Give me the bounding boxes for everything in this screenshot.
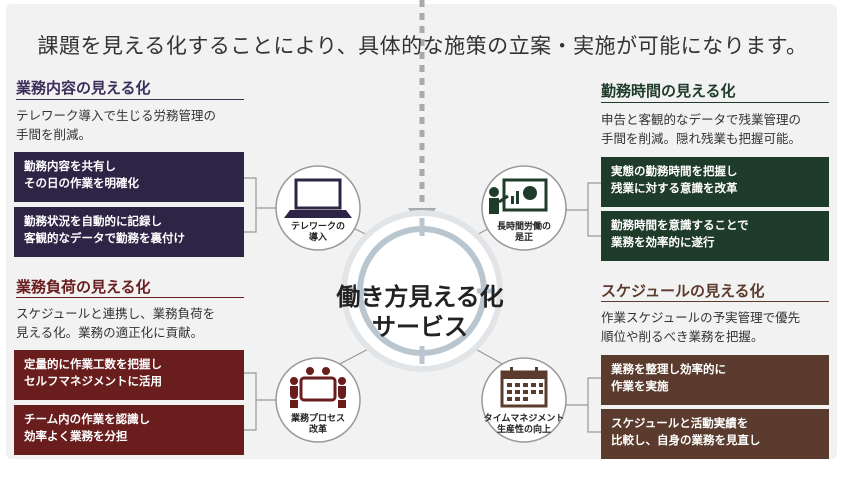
center-title: 働き方見える化 サービス — [336, 283, 504, 341]
center-circle — [341, 210, 503, 372]
section-rule-work-hours — [601, 102, 829, 103]
laptop-icon — [284, 178, 352, 218]
box-work-hours-1: 実態の勤務時間を把握し 残業に対する意識を改革 — [601, 157, 829, 207]
section-desc-work-content: テレワーク導入で生じる労務管理の 手間を削減。 — [16, 108, 217, 142]
box-work-content-1: 勤務内容を共有し その日の作業を明確化 — [14, 152, 244, 202]
box-schedule-2: スケジュールと活動実績を 比較し、自身の業務を見直し — [601, 409, 829, 459]
section-rule-work-content — [16, 99, 244, 100]
box-schedule-1: 業務を整理し効率的に 作業を実施 — [601, 355, 829, 405]
headline: 課題を見える化することにより、具体的な施策の立案・実施が可能になります。 — [37, 34, 808, 58]
section-title-work-hours: 勤務時間の見える化 — [601, 82, 736, 100]
section-title-work-content: 業務内容の見える化 — [16, 79, 151, 97]
box-workload-1: 定量的に作業工数を把握し セルフマネジメントに活用 — [14, 350, 244, 400]
meeting-table-icon — [290, 367, 346, 408]
presentation-icon — [489, 178, 548, 214]
calendar-icon — [500, 367, 548, 408]
section-rule-schedule — [601, 301, 829, 302]
node-label-process: 業務プロセス 改革 — [290, 414, 345, 435]
node-label-telework: テレワークの 導入 — [290, 222, 345, 243]
box-work-hours-2: 勤務時間を意識することで 業務を効率的に遂行 — [601, 211, 829, 261]
section-desc-work-hours: 申告と客観的なデータで残業管理の 手間を削減。隠れ残業も把握可能。 — [601, 112, 802, 146]
section-rule-workload — [16, 297, 244, 298]
box-work-content-2: 勤務状況を自動的に記録し 客観的なデータで勤務を裏付け — [14, 207, 244, 257]
box-workload-2: チーム内の作業を認識し 効率よく業務を分担 — [14, 405, 244, 455]
node-label-overtime: 長時間労働の 是正 — [496, 222, 551, 243]
section-title-workload: 業務負荷の見える化 — [16, 278, 151, 296]
node-label-time-mgmt: タイムマネジメント 生産性の向上 — [483, 414, 565, 435]
section-title-schedule: スケジュールの見える化 — [601, 282, 765, 300]
section-desc-workload: スケジュールと連携し、業務負荷を 見える化。業務の適正化に貢献。 — [16, 306, 216, 340]
section-desc-schedule: 作業スケジュールの予実管理で優先 順位や削るべき業務を把握。 — [601, 310, 801, 344]
